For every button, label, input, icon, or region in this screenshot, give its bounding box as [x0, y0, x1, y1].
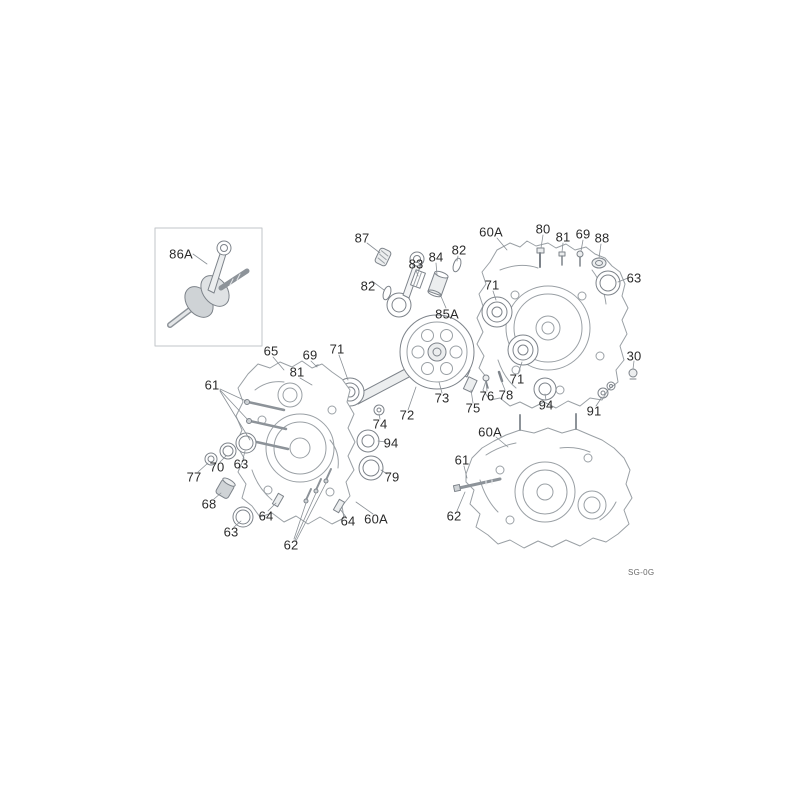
part-label-64-35: 64 — [258, 508, 274, 524]
part-label-62-39: 62 — [283, 537, 299, 553]
part-label-91-27: 91 — [586, 403, 602, 419]
crankshaft-assembly — [309, 314, 557, 481]
part-label-87-1: 87 — [354, 230, 370, 246]
part-label-64-37: 64 — [340, 513, 356, 529]
part-label-71-13: 71 — [484, 277, 500, 293]
part-label-63-12: 63 — [626, 270, 642, 286]
part-label-62-42: 62 — [446, 508, 462, 524]
part-label-60a-38: 60A — [364, 511, 388, 527]
part-label-63-36: 63 — [223, 524, 239, 540]
part-label-30-26: 30 — [626, 348, 642, 364]
part-label-81-9: 81 — [555, 229, 571, 245]
part-label-80-8: 80 — [535, 221, 551, 237]
part-label-88-11: 88 — [594, 230, 610, 246]
part-label-71-24: 71 — [509, 371, 525, 387]
part-label-82-2: 82 — [360, 278, 376, 294]
part-label-61-18: 61 — [204, 377, 220, 393]
part-label-65-14: 65 — [263, 343, 279, 359]
part-label-72-19: 72 — [399, 407, 415, 423]
part-label-69-10: 69 — [575, 226, 591, 242]
part-label-86a-0: 86A — [169, 246, 193, 262]
part-label-81-17: 81 — [289, 364, 305, 380]
part-label-85a-6: 85A — [435, 306, 459, 322]
assembled-crankcase — [452, 413, 633, 549]
inset-crankshaft-86a — [154, 227, 263, 347]
part-label-82-5: 82 — [451, 242, 467, 258]
part-label-68-34: 68 — [201, 496, 217, 512]
part-label-70-31: 70 — [209, 459, 225, 475]
part-label-78-23: 78 — [498, 387, 514, 403]
part-label-63-32: 63 — [233, 456, 249, 472]
part-label-75-21: 75 — [465, 400, 481, 416]
part-label-84-4: 84 — [428, 249, 444, 265]
leader-lines — [192, 234, 635, 542]
part-label-71-16: 71 — [329, 341, 345, 357]
part-label-69-15: 69 — [302, 347, 318, 363]
part-label-76-22: 76 — [479, 388, 495, 404]
part-label-79-33: 79 — [384, 469, 400, 485]
right-crankcase-half — [476, 240, 638, 409]
part-label-60a-7: 60A — [479, 224, 503, 240]
part-label-94-25: 94 — [538, 397, 554, 413]
part-label-94-29: 94 — [383, 435, 399, 451]
part-label-74-28: 74 — [372, 416, 388, 432]
part-label-83-3: 83 — [408, 256, 424, 272]
part-label-61-41: 61 — [454, 452, 470, 468]
part-label-60a-40: 60A — [478, 424, 502, 440]
part-label-73-20: 73 — [434, 390, 450, 406]
left-crankcase-half — [204, 360, 356, 528]
part-label-77-30: 77 — [186, 469, 202, 485]
diagram-code: SG-0G — [628, 568, 655, 577]
